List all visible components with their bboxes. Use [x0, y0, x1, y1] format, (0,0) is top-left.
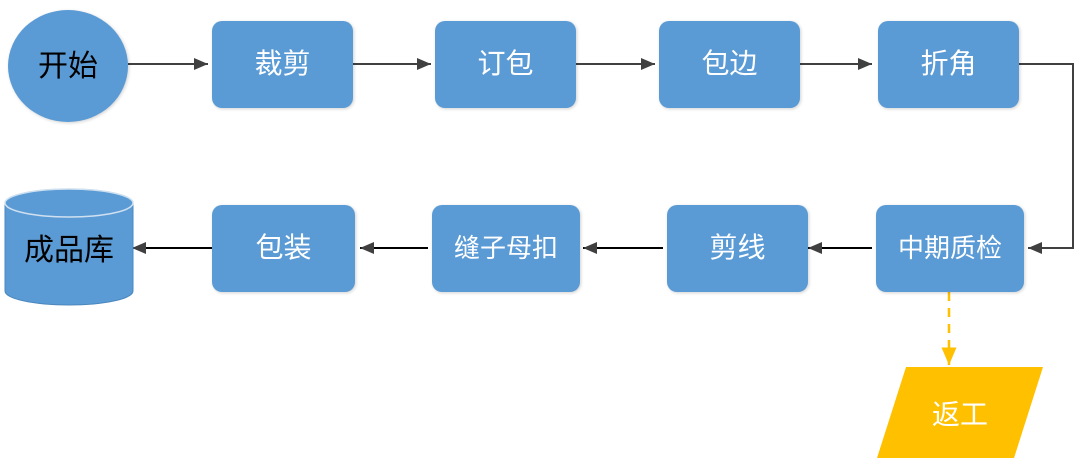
cylinder-shape	[4, 188, 134, 306]
node-mid-inspection-label: 中期质检	[897, 233, 1002, 264]
node-stapling[interactable]: 订包	[435, 21, 576, 108]
parallelogram-shape	[877, 367, 1043, 458]
node-cutting-label: 裁剪	[254, 48, 311, 80]
node-snap-sewing-label: 缝子母扣	[453, 233, 558, 264]
node-start-label: 开始	[38, 49, 98, 83]
node-rework[interactable]: 返工	[876, 365, 1044, 460]
node-stapling-label: 订包	[477, 48, 534, 80]
node-corner-fold[interactable]: 折角	[878, 21, 1019, 108]
node-thread-trim[interactable]: 剪线	[667, 205, 808, 292]
node-corner-fold-label: 折角	[920, 48, 977, 80]
node-mid-inspection[interactable]: 中期质检	[876, 205, 1024, 292]
node-cutting[interactable]: 裁剪	[212, 21, 353, 108]
node-packaging[interactable]: 包装	[212, 205, 355, 292]
node-snap-sewing[interactable]: 缝子母扣	[432, 205, 580, 292]
node-start[interactable]: 开始	[8, 10, 128, 122]
node-edging[interactable]: 包边	[659, 21, 800, 108]
edge-cornerfold-midinspection	[1019, 63, 1074, 254]
node-packaging-label: 包装	[255, 232, 312, 264]
node-thread-trim-label: 剪线	[709, 232, 766, 264]
node-finished-store[interactable]: 成品库	[4, 188, 134, 306]
node-edging-label: 包边	[701, 48, 758, 80]
